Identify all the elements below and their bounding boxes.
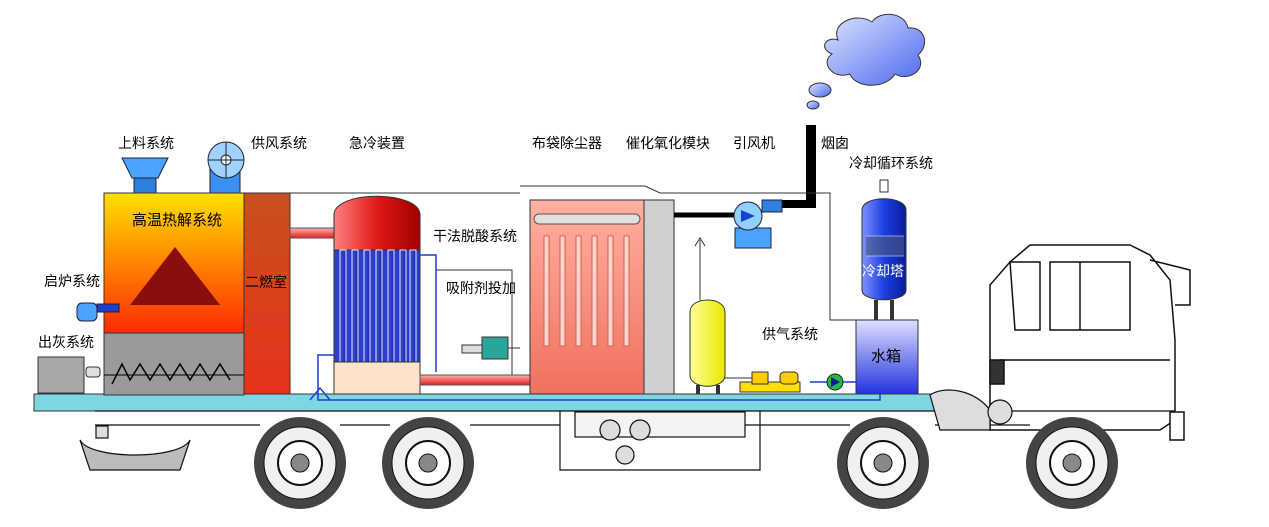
label-pyrolysis: 高温热解系统 (132, 211, 223, 229)
quench-tower (333, 195, 421, 395)
dry-deacid-duct (436, 269, 513, 375)
label-cooling-tower: 冷却塔 (862, 264, 904, 280)
feeding-hopper (121, 157, 169, 194)
wheel-1 (254, 417, 346, 509)
air-supply-fan (207, 141, 245, 194)
label-induced-fan: 引风机 (733, 136, 775, 152)
truck-cab (989, 244, 1191, 441)
quench-loop-pipe (309, 254, 881, 401)
pyrolysis-furnace (103, 192, 245, 396)
label-chimney: 烟囱 (821, 136, 849, 152)
label-cooling-cycle: 冷却循环系统 (849, 156, 933, 172)
label-feeding: 上料系统 (118, 136, 174, 152)
cooling-tower (861, 179, 907, 320)
water-tank (855, 319, 919, 395)
flue-pipe-2 (419, 374, 531, 386)
label-water-tank: 水箱 (871, 347, 902, 365)
smoke-cloud (806, 13, 926, 110)
label-ignition: 启炉系统 (44, 274, 100, 290)
label-gas-supply: 供气系统 (762, 327, 818, 343)
flue-pipe-1 (289, 227, 335, 239)
label-catalytic: 催化氧化模块 (626, 136, 710, 152)
label-quench: 急冷装置 (349, 136, 405, 152)
label-secondary-chamber: 二燃室 (245, 275, 287, 291)
secondary-chamber (243, 192, 291, 395)
gas-tank (689, 299, 726, 394)
label-adsorbent: 吸附剂投加 (446, 281, 516, 297)
ignition-burner (76, 302, 120, 322)
adsorbent-doser (461, 336, 520, 360)
wheel-2 (382, 417, 474, 509)
label-air-supply: 供风系统 (251, 136, 307, 152)
wheel-4 (1026, 417, 1118, 509)
label-bag-filter: 布袋除尘器 (532, 136, 602, 152)
compressor (725, 371, 801, 393)
bag-filter (529, 199, 645, 395)
ash-outlet (37, 356, 101, 394)
truck-chassis (79, 389, 1175, 471)
chimney (780, 125, 816, 208)
label-ash-out: 出灰系统 (38, 335, 94, 351)
circulation-pump (810, 373, 856, 391)
label-dry-deacid: 干法脱酸系统 (433, 229, 517, 245)
wheel-3 (837, 417, 929, 509)
truck-platform (33, 393, 937, 412)
induced-draft-fan (733, 199, 783, 249)
catalytic-module (643, 199, 675, 395)
